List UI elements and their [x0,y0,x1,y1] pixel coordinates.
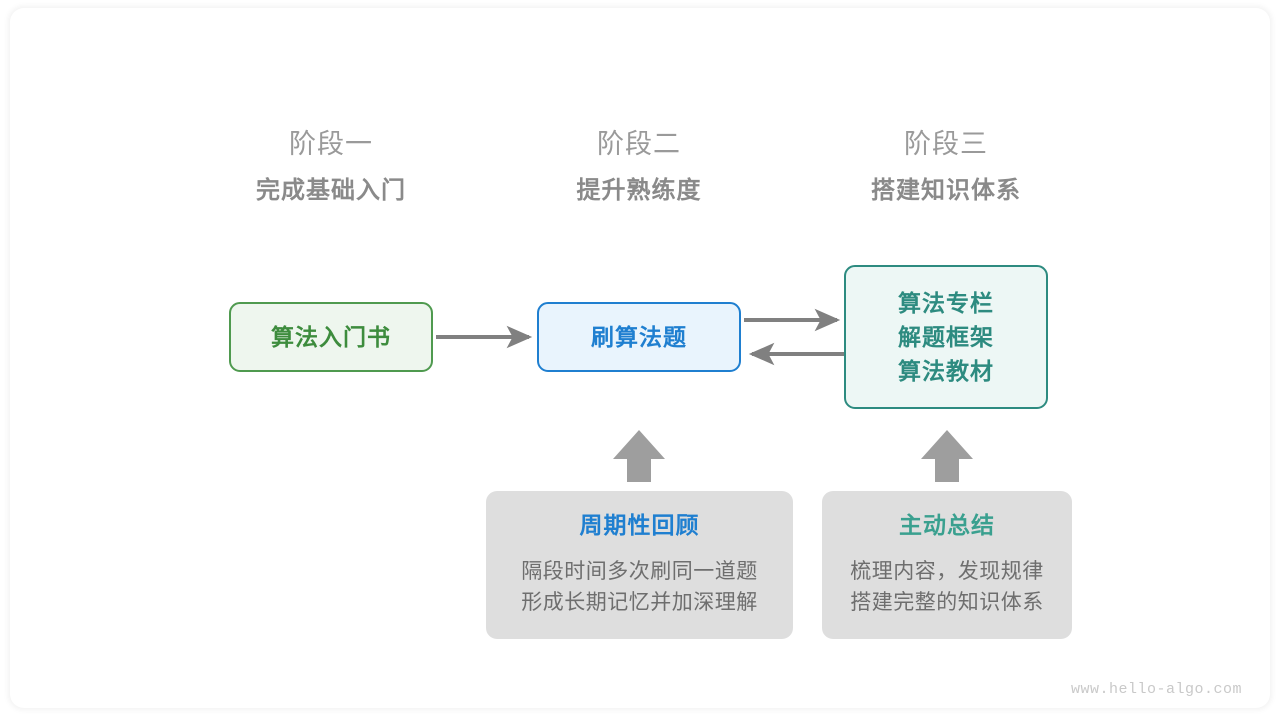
tip-active-summary-body: 梳理内容，发现规律 搭建完整的知识体系 [850,557,1044,618]
tip-periodic-review-title: 周期性回顾 [579,511,700,538]
stage-column-1: 阶段一 完成基础入门 [211,128,451,206]
tip-periodic-review[interactable]: 周期性回顾 隔段时间多次刷同一道题 形成长期记忆并加深理解 [486,491,793,639]
stage-3-label: 阶段三 [904,129,988,159]
tip-active-summary-line-1: 梳理内容，发现规律 [850,560,1044,584]
node-intro-book[interactable]: 算法入门书 [229,302,433,372]
node-resources-labels: 算法专栏 解题框架 算法教材 [898,286,994,388]
node-resources-line-1: 算法专栏 [898,289,994,316]
node-resources[interactable]: 算法专栏 解题框架 算法教材 [844,265,1048,409]
stage-2-label: 阶段二 [597,129,681,159]
tip-periodic-review-line-1: 隔段时间多次刷同一道题 [521,560,758,584]
stage-column-2: 阶段二 提升熟练度 [519,128,759,206]
node-practice-problems[interactable]: 刷算法题 [537,302,741,372]
node-resources-line-2: 解题框架 [898,323,994,350]
node-resources-line-3: 算法教材 [898,358,994,385]
stage-1-title: 完成基础入门 [256,177,406,205]
stage-1-label: 阶段一 [289,129,373,159]
node-intro-book-label: 算法入门书 [271,323,391,350]
tip-periodic-review-line-2: 形成长期记忆并加深理解 [521,590,758,614]
node-practice-problems-label: 刷算法题 [591,323,687,350]
watermark-url: www.hello-algo.com [1070,681,1242,698]
stage-2-title: 提升熟练度 [576,177,702,205]
tip-active-summary[interactable]: 主动总结 梳理内容，发现规律 搭建完整的知识体系 [822,491,1072,639]
tip-periodic-review-body: 隔段时间多次刷同一道题 形成长期记忆并加深理解 [521,557,758,618]
stage-3-title: 搭建知识体系 [871,177,1021,205]
tip-active-summary-line-2: 搭建完整的知识体系 [850,590,1044,614]
tip-active-summary-title: 主动总结 [899,511,995,538]
stage-column-3: 阶段三 搭建知识体系 [826,128,1066,206]
